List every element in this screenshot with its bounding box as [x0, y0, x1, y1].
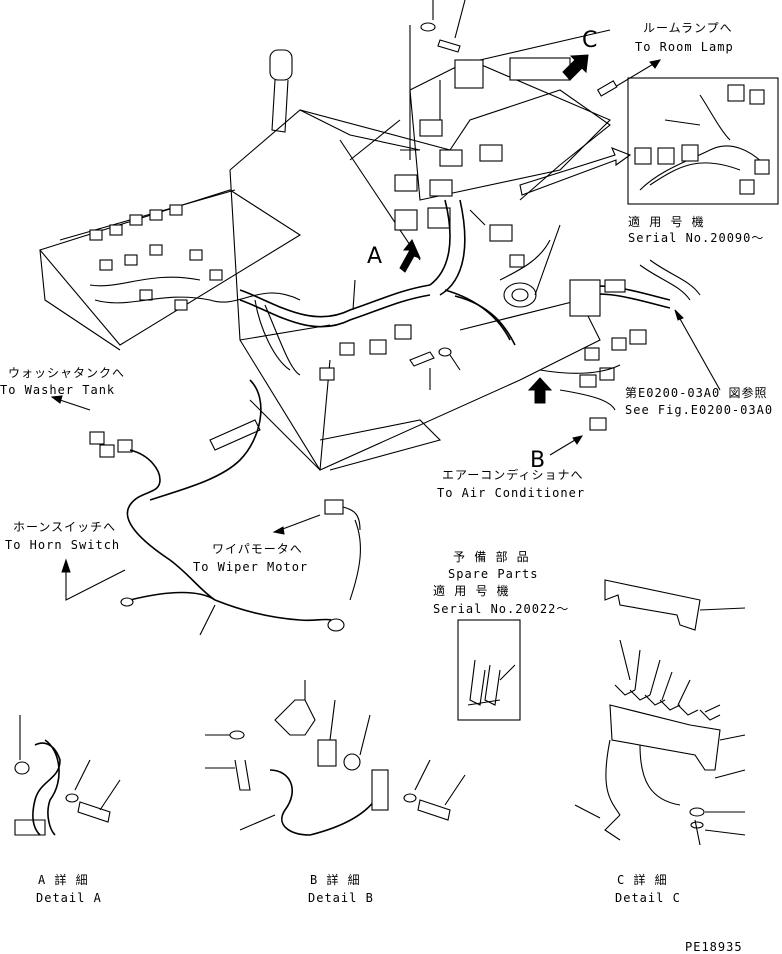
serial-b-jp: 適 用 号 機: [433, 584, 510, 598]
detail-a-en: Detail A: [36, 891, 102, 905]
horn-switch-en: To Horn Switch: [5, 538, 121, 552]
wiper-motor-en: To Wiper Motor: [193, 560, 309, 574]
drawing-number: PE18935: [685, 940, 743, 954]
main-harness: [239, 199, 551, 381]
detail-a-jp: A 詳 細: [38, 873, 89, 887]
serial-a-jp: 適 用 号 機: [628, 215, 705, 229]
view-letter-c: C: [582, 28, 598, 53]
serial-a-en: Serial No.20090～: [628, 231, 765, 245]
top-bolt: [420, 0, 466, 53]
detail-b-jp: B 詳 細: [310, 873, 361, 887]
fig-ref-jp: 第E0200-03A0 図参照: [625, 386, 768, 400]
spare-parts-jp: 予 備 部 品: [453, 550, 530, 564]
room-lamp-label-jp: ルームランプへ: [643, 21, 733, 35]
washer-tank-en: To Washer Tank: [0, 383, 116, 397]
left-relay-panel: [39, 189, 302, 351]
view-letter-b: B: [530, 448, 546, 473]
detail-b-drawing: [205, 680, 466, 836]
view-arrows: [352, 29, 611, 404]
spare-parts-en: Spare Parts: [448, 567, 539, 581]
detail-c-drawing: [574, 579, 746, 846]
control-lever: [269, 49, 293, 133]
view-letter-a: A: [367, 244, 383, 269]
aircon-jp: エアーコンディショナへ: [442, 468, 584, 482]
room-lamp-label-en: To Room Lamp: [635, 40, 734, 54]
detail-b-en: Detail B: [308, 891, 374, 905]
inset-arrow: [519, 147, 632, 196]
detail-c-jp: C 詳 細: [617, 873, 668, 887]
right-harness: [539, 259, 721, 431]
horn-switch-jp: ホーンスイッチへ: [13, 520, 117, 534]
spare-parts-box: [457, 619, 521, 721]
fig-ref-en: See Fig.E0200-03A0: [625, 403, 774, 417]
leader-lines: [50, 395, 584, 601]
upper-fuse-block: [394, 25, 611, 268]
detail-a-drawing: [14, 715, 121, 836]
round-connector: [503, 224, 561, 308]
room-lamp-leader: [596, 59, 662, 97]
washer-tank-jp: ウォッシャタンクへ: [8, 366, 126, 380]
serial-b-en: Serial No.20022～: [433, 602, 570, 616]
main-bolt: [409, 347, 461, 390]
floor-harness: [89, 379, 361, 636]
wiper-motor-jp: ワイパモータへ: [212, 542, 303, 556]
detail-c-en: Detail C: [615, 891, 681, 905]
aircon-en: To Air Conditioner: [437, 486, 586, 500]
serial-inset-box: [627, 77, 779, 205]
